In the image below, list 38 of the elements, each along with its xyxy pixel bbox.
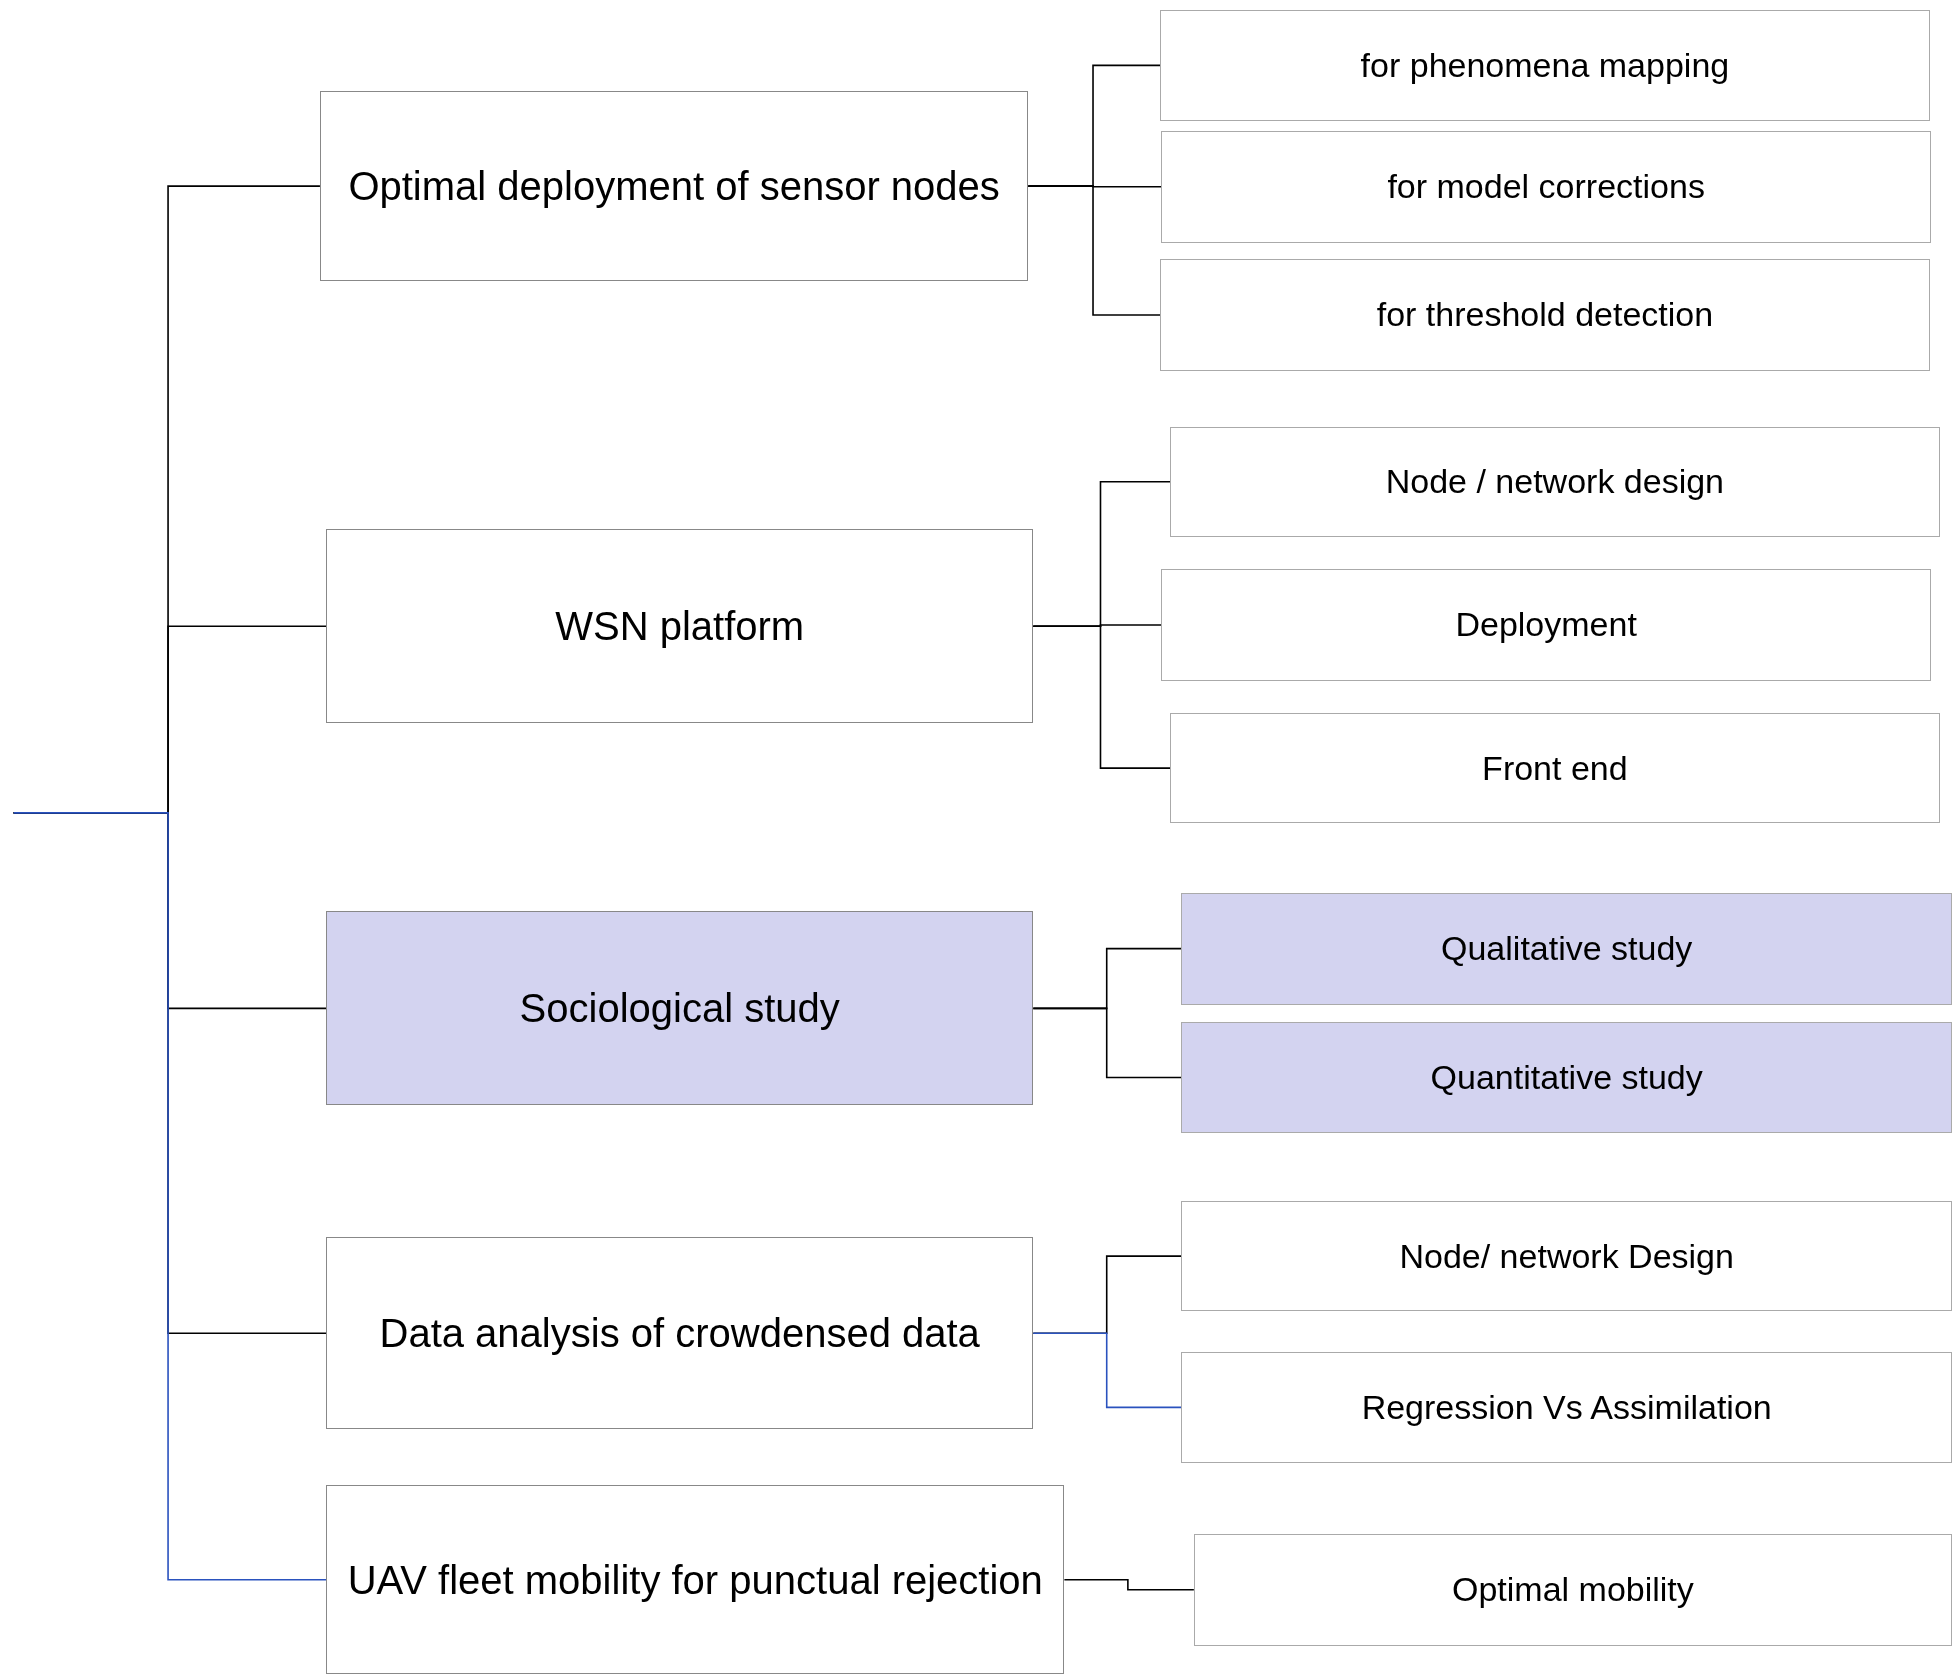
subtopic-box [1160, 9, 1930, 121]
connector-line [12, 812, 327, 1581]
connector-line [1032, 625, 1171, 769]
box-label: Data analysis of crowdensed data [379, 1313, 980, 1354]
topic-box [326, 1237, 1034, 1430]
subtopic-box [1181, 1022, 1952, 1133]
subtopic-box [1181, 892, 1952, 1005]
topic-box [326, 529, 1034, 724]
box-label: Regression Vs Assimilation [1361, 1386, 1772, 1428]
topic-box [326, 911, 1034, 1106]
box-label: Front end [1482, 747, 1628, 789]
topic-box [319, 90, 1029, 282]
box-label: WSN platform [555, 606, 805, 647]
box-label: Node/ network Design [1399, 1235, 1734, 1277]
topic-box [326, 1485, 1065, 1674]
box-label: Optimal deployment of sensor nodes [348, 166, 1000, 207]
subtopic-box [1161, 568, 1931, 681]
subtopic-box [1170, 713, 1940, 823]
box-label: Node / network design [1385, 461, 1725, 503]
subtopic-box [1160, 258, 1930, 371]
box-label: for phenomena mapping [1360, 44, 1730, 86]
connector-line [1032, 1007, 1183, 1079]
subtopic-box [1181, 1351, 1952, 1463]
box-label: Qualitative study [1441, 928, 1693, 970]
connector-line [1027, 185, 1162, 316]
box-label: Optimal mobility [1452, 1569, 1694, 1611]
box-label: Sociological study [519, 985, 840, 1033]
box-label: for threshold detection [1376, 294, 1714, 336]
box-label: Deployment [1455, 604, 1637, 646]
subtopic-box [1161, 130, 1931, 243]
subtopic-box [1170, 427, 1940, 537]
connector-line [1063, 1579, 1195, 1591]
box-label: for model corrections [1387, 166, 1705, 208]
subtopic-box [1193, 1533, 1952, 1646]
box-label: Quantitative study [1430, 1056, 1703, 1098]
box-label: UAV fleet mobility for punctual rejection [347, 1559, 1043, 1600]
subtopic-box [1181, 1201, 1952, 1311]
connector-line [1032, 1332, 1183, 1409]
